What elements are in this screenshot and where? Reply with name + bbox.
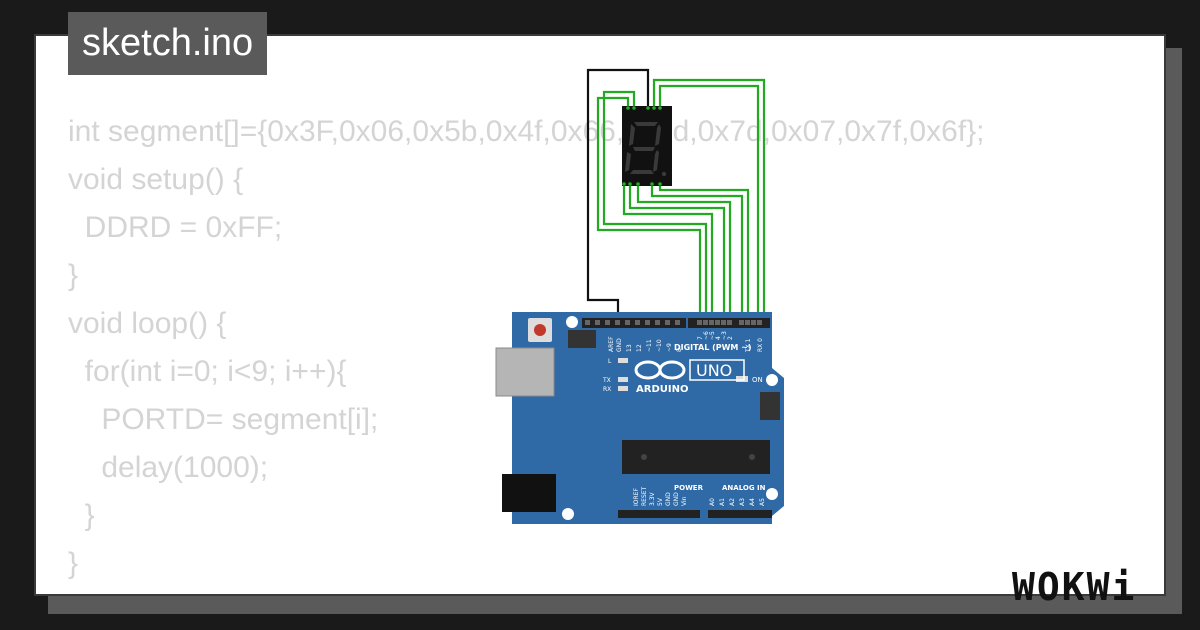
wire-segment-e[interactable] xyxy=(628,186,726,318)
pin-label-11: ~11 xyxy=(646,339,653,352)
status-leds: L TX RX ON xyxy=(602,358,763,393)
reset-button[interactable] xyxy=(534,324,546,336)
led-on xyxy=(736,376,748,382)
top-pin-labels: AREF GND 13 12 ~11 ~10 ~9 8 7 ~6 ~5 4 ~3… xyxy=(608,331,764,353)
led-l xyxy=(618,358,628,363)
wire-segment-b[interactable] xyxy=(658,84,760,318)
usb-port xyxy=(495,347,555,397)
wire-segment-dp[interactable] xyxy=(658,186,750,318)
pin-label-gnd: GND xyxy=(616,338,623,352)
code-line-5: void loop() { xyxy=(68,307,227,340)
digital-header-left xyxy=(582,318,686,328)
mount-holes xyxy=(562,316,778,520)
pin-label-13: 13 xyxy=(626,344,633,352)
code-line-10: } xyxy=(68,547,79,580)
analog-header-label: ANALOG IN xyxy=(722,484,766,492)
pin-label-a4: A4 xyxy=(749,498,756,506)
model-label: UNO xyxy=(696,361,732,380)
wokwi-logo-text: WOKWi xyxy=(1012,565,1136,608)
code-line-4: } xyxy=(68,259,79,292)
pin-label-3v3: 3.3V xyxy=(649,491,656,506)
code-line-8: delay(1000); xyxy=(68,451,269,484)
pin-label-reset: RESET xyxy=(641,486,648,506)
code-view: int segment[]={0x3F,0x06,0x5b,0x4f,0x66,… xyxy=(68,108,984,588)
pin-label-a3: A3 xyxy=(739,498,746,506)
pin-label-ioref: IOREF xyxy=(633,488,640,506)
led-rx xyxy=(618,386,628,391)
wire-segment-extra[interactable] xyxy=(622,186,714,318)
pin-label-6: ~6 xyxy=(703,331,710,340)
led-label-on: ON xyxy=(752,376,763,384)
digital-header-label: DIGITAL (PWM ~) xyxy=(674,343,752,352)
display-pins xyxy=(622,106,662,186)
pin-label-a2: A2 xyxy=(729,498,736,506)
code-line-2: void setup() { xyxy=(68,163,244,196)
power-header-label: POWER xyxy=(674,484,704,492)
led-tx xyxy=(618,377,628,382)
display-segments xyxy=(625,122,667,177)
bottom-pin-labels: IOREF RESET 3.3V 5V GND GND Vin A0 A1 A2… xyxy=(633,486,766,506)
gnd-wire[interactable] xyxy=(586,68,650,320)
pin-label-9: ~9 xyxy=(666,343,673,352)
pin-label-rx0: RX 0 xyxy=(757,338,764,352)
code-line-6: for(int i=0; i<9; i++){ xyxy=(68,355,347,388)
power-header xyxy=(618,510,700,518)
pin-label-4: 4 xyxy=(715,336,722,340)
code-line-1: int segment[]={0x3F,0x06,0x5b,0x4f,0x66,… xyxy=(68,115,985,148)
wire-segment-c[interactable] xyxy=(650,186,744,318)
wire-segment-f[interactable] xyxy=(602,90,708,318)
pin-label-3: ~3 xyxy=(721,331,728,340)
power-jack xyxy=(502,474,556,512)
pin-label-a0: A0 xyxy=(709,498,716,506)
pin-label-vin: Vin xyxy=(681,496,688,506)
pin-label-12: 12 xyxy=(636,344,643,352)
icsp-header xyxy=(568,330,780,420)
code-line-3: DDRD = 0xFF; xyxy=(68,211,283,244)
code-line-7: PORTD= segment[i]; xyxy=(68,403,379,436)
wokwi-logo[interactable]: WOKWi xyxy=(1010,562,1182,608)
pin-label-gnd-2: GND xyxy=(673,492,680,506)
led-label-rx: RX xyxy=(603,386,611,393)
wire-segment-d[interactable] xyxy=(636,186,732,318)
pin-label-8: 8 xyxy=(676,348,683,352)
arduino-uno-board[interactable]: AREF GND 13 12 ~11 ~10 ~9 8 7 ~6 ~5 4 ~3… xyxy=(495,312,784,524)
led-label-tx: TX xyxy=(602,377,611,384)
wire-segment-g[interactable] xyxy=(596,96,702,318)
pin-label-5: ~5 xyxy=(709,331,716,340)
pin-label-2: 2 xyxy=(727,336,734,340)
pin-label-a1: A1 xyxy=(719,498,726,506)
pin-label-7: 7 xyxy=(697,336,704,340)
arduino-logo-text: ARDUINO xyxy=(636,384,688,395)
header-pins-top xyxy=(585,320,762,325)
pin-label-gnd-1: GND xyxy=(665,492,672,506)
wires xyxy=(586,68,766,320)
code-line-9: } xyxy=(68,499,95,532)
pin-label-tx1: TX 1 xyxy=(745,338,752,353)
seven-segment-display[interactable] xyxy=(622,106,672,186)
arduino-logo: ARDUINO UNO xyxy=(634,359,745,395)
analog-header xyxy=(708,510,772,518)
pin-label-10: ~10 xyxy=(656,339,663,352)
pin-label-5v: 5V xyxy=(657,497,664,506)
wire-segment-a[interactable] xyxy=(652,78,766,318)
file-tab[interactable]: sketch.ino xyxy=(68,12,268,75)
led-label-l: L xyxy=(608,358,612,365)
pin-label-aref: AREF xyxy=(608,336,615,352)
pin-label-a5: A5 xyxy=(759,498,766,506)
